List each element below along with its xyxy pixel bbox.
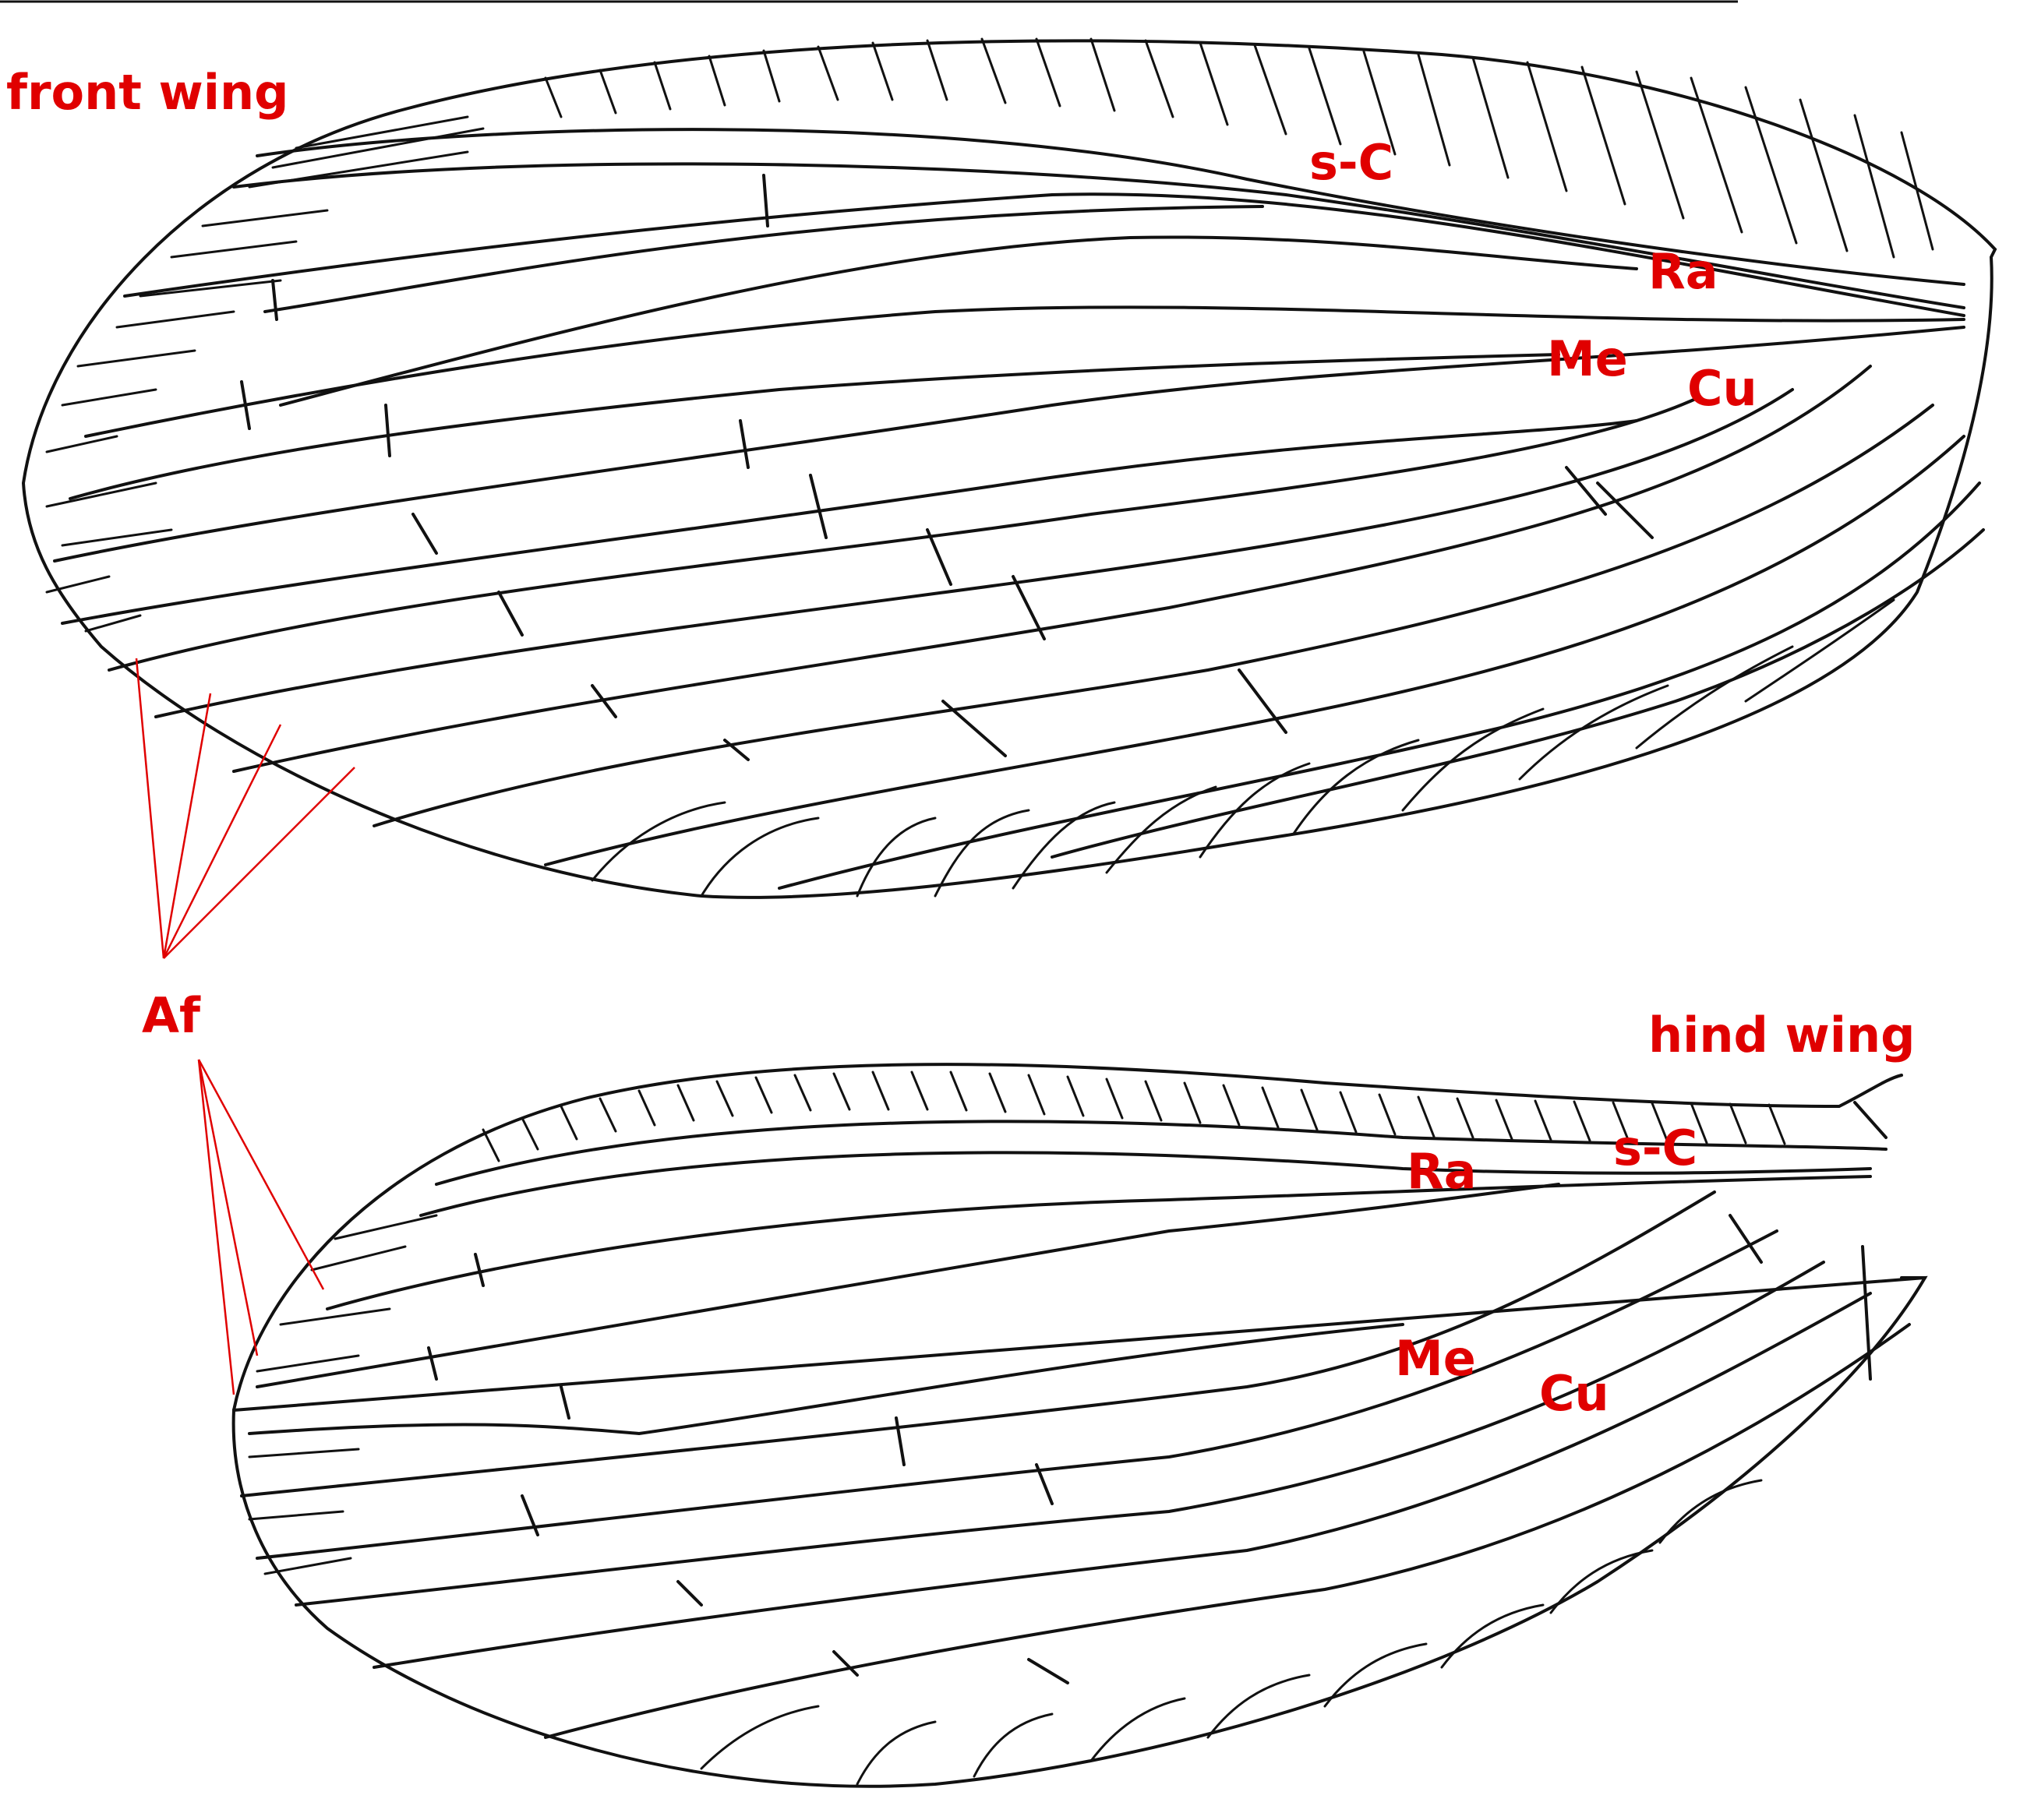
front-wing-crossvein <box>384 404 391 457</box>
hind-wing-crossvein <box>560 1385 570 1420</box>
front-wing-basal-crossveins <box>45 115 485 633</box>
front-wing-cu-branch <box>61 419 1638 625</box>
front-wing-crossvein <box>271 279 278 321</box>
front-wing-ra-label: Ra <box>1648 243 1718 300</box>
hind-wing-ra-label: Ra <box>1407 1143 1477 1200</box>
hind-wing-me-branch <box>248 1323 1404 1436</box>
front-wing-crossvein <box>411 513 438 555</box>
front-wing-crossvein <box>240 380 251 430</box>
front-wing-cu-label: Cu <box>1687 360 1757 417</box>
front-wing-crossvein <box>762 174 769 227</box>
af-pointer-line <box>162 724 282 959</box>
hind-wing-cu-branch <box>256 1229 1778 1560</box>
front-wing-vein <box>1051 528 1985 859</box>
front-wing-ra-branch <box>263 205 1264 313</box>
front-wing-crossvein <box>591 684 617 718</box>
hind-wing-crossvein <box>521 1494 539 1536</box>
hind-wing <box>231 1063 1928 1788</box>
hind-wing-crossvein <box>832 1650 859 1677</box>
front-wing-crossvein <box>1012 575 1046 640</box>
front-wing-crossvein <box>723 739 750 761</box>
hind-wing-crossvein <box>474 1253 485 1287</box>
front-wing-outline <box>21 39 1997 899</box>
hind-wing-costal-crossveins <box>482 1070 1786 1162</box>
front-wing-vein <box>154 388 1794 718</box>
hind-wing-vein <box>295 1261 1825 1607</box>
hind-wing-me-label: Me <box>1395 1330 1476 1387</box>
front-wing-ra-vein <box>123 192 1965 317</box>
front-wing-crossvein <box>941 700 1007 757</box>
front-wing-cu-branch <box>108 396 1700 672</box>
hind-wing-crossvein <box>1729 1214 1763 1264</box>
af-label: Af <box>142 987 201 1044</box>
front-wing-crossvein <box>497 591 524 637</box>
af-pointer-line <box>197 1059 325 1290</box>
front-wing-title: front wing <box>6 64 289 121</box>
hind-wing-crossvein <box>1027 1658 1069 1684</box>
af-pointer-line <box>197 1059 235 1395</box>
front-wing-sc-label: s-C <box>1309 134 1393 191</box>
front-wing-costal-crossveins <box>544 37 1934 259</box>
hind-wing-marginal-branches <box>700 1479 1763 1786</box>
hind-wing-ra-branch <box>326 1175 1872 1310</box>
hind-wing-me-vein <box>256 1183 1560 1388</box>
front-wing-marginal-branches <box>591 598 1895 898</box>
front-wing-crossvein <box>1238 668 1287 734</box>
hind-wing-base <box>1853 1101 1926 1381</box>
front-wing-me-label: Me <box>1547 330 1628 387</box>
front-wing-ra-branch <box>279 235 1638 407</box>
labels: front wing s-C Ra Me Cu Af hind wing s-C… <box>6 64 1916 1422</box>
front-wing <box>21 37 1997 899</box>
hind-wing-vein <box>373 1292 1872 1669</box>
front-wing-crossvein <box>1596 481 1654 539</box>
hind-wing-sc-vein <box>435 1120 1888 1186</box>
front-wing-vein <box>544 435 1965 866</box>
front-wing-vein <box>373 404 1934 827</box>
af-pointer-line <box>162 693 212 959</box>
front-wing-vein <box>232 365 1872 773</box>
hind-wing-basal-crossveins <box>248 1214 438 1575</box>
hind-wing-vein <box>544 1323 1911 1739</box>
front-wing-crossvein <box>739 419 750 469</box>
af-pointer-line <box>163 767 355 959</box>
front-wing-crossvein <box>926 528 952 586</box>
af-pointer-line <box>135 658 165 959</box>
hind-wing-cu-vein <box>240 1190 1716 1497</box>
hind-wing-ra-vein <box>419 1151 1872 1217</box>
hind-wing-crossvein <box>676 1580 703 1607</box>
front-wing-sc-vein <box>232 162 1965 309</box>
hind-wing-cu-label: Cu <box>1539 1365 1609 1422</box>
front-wing-crossvein <box>809 474 828 539</box>
front-wing-me-vein <box>84 305 1965 438</box>
af-pointer-lines <box>135 658 355 1395</box>
front-wing-vein <box>778 481 1981 890</box>
front-wing-crossvein <box>1565 466 1607 516</box>
hind-wing-crossvein <box>895 1416 906 1466</box>
hind-wing-title: hind wing <box>1648 1007 1916 1063</box>
hind-wing-crossvein <box>427 1346 438 1381</box>
af-pointer-line <box>197 1059 259 1356</box>
front-wing-me-branch <box>69 353 1560 500</box>
front-wing-costal-vein <box>256 128 1965 286</box>
hind-wing-sc-label: s-C <box>1613 1120 1697 1176</box>
front-wing-cu-vein <box>53 326 1965 563</box>
hind-wing-crossvein <box>1035 1463 1054 1505</box>
